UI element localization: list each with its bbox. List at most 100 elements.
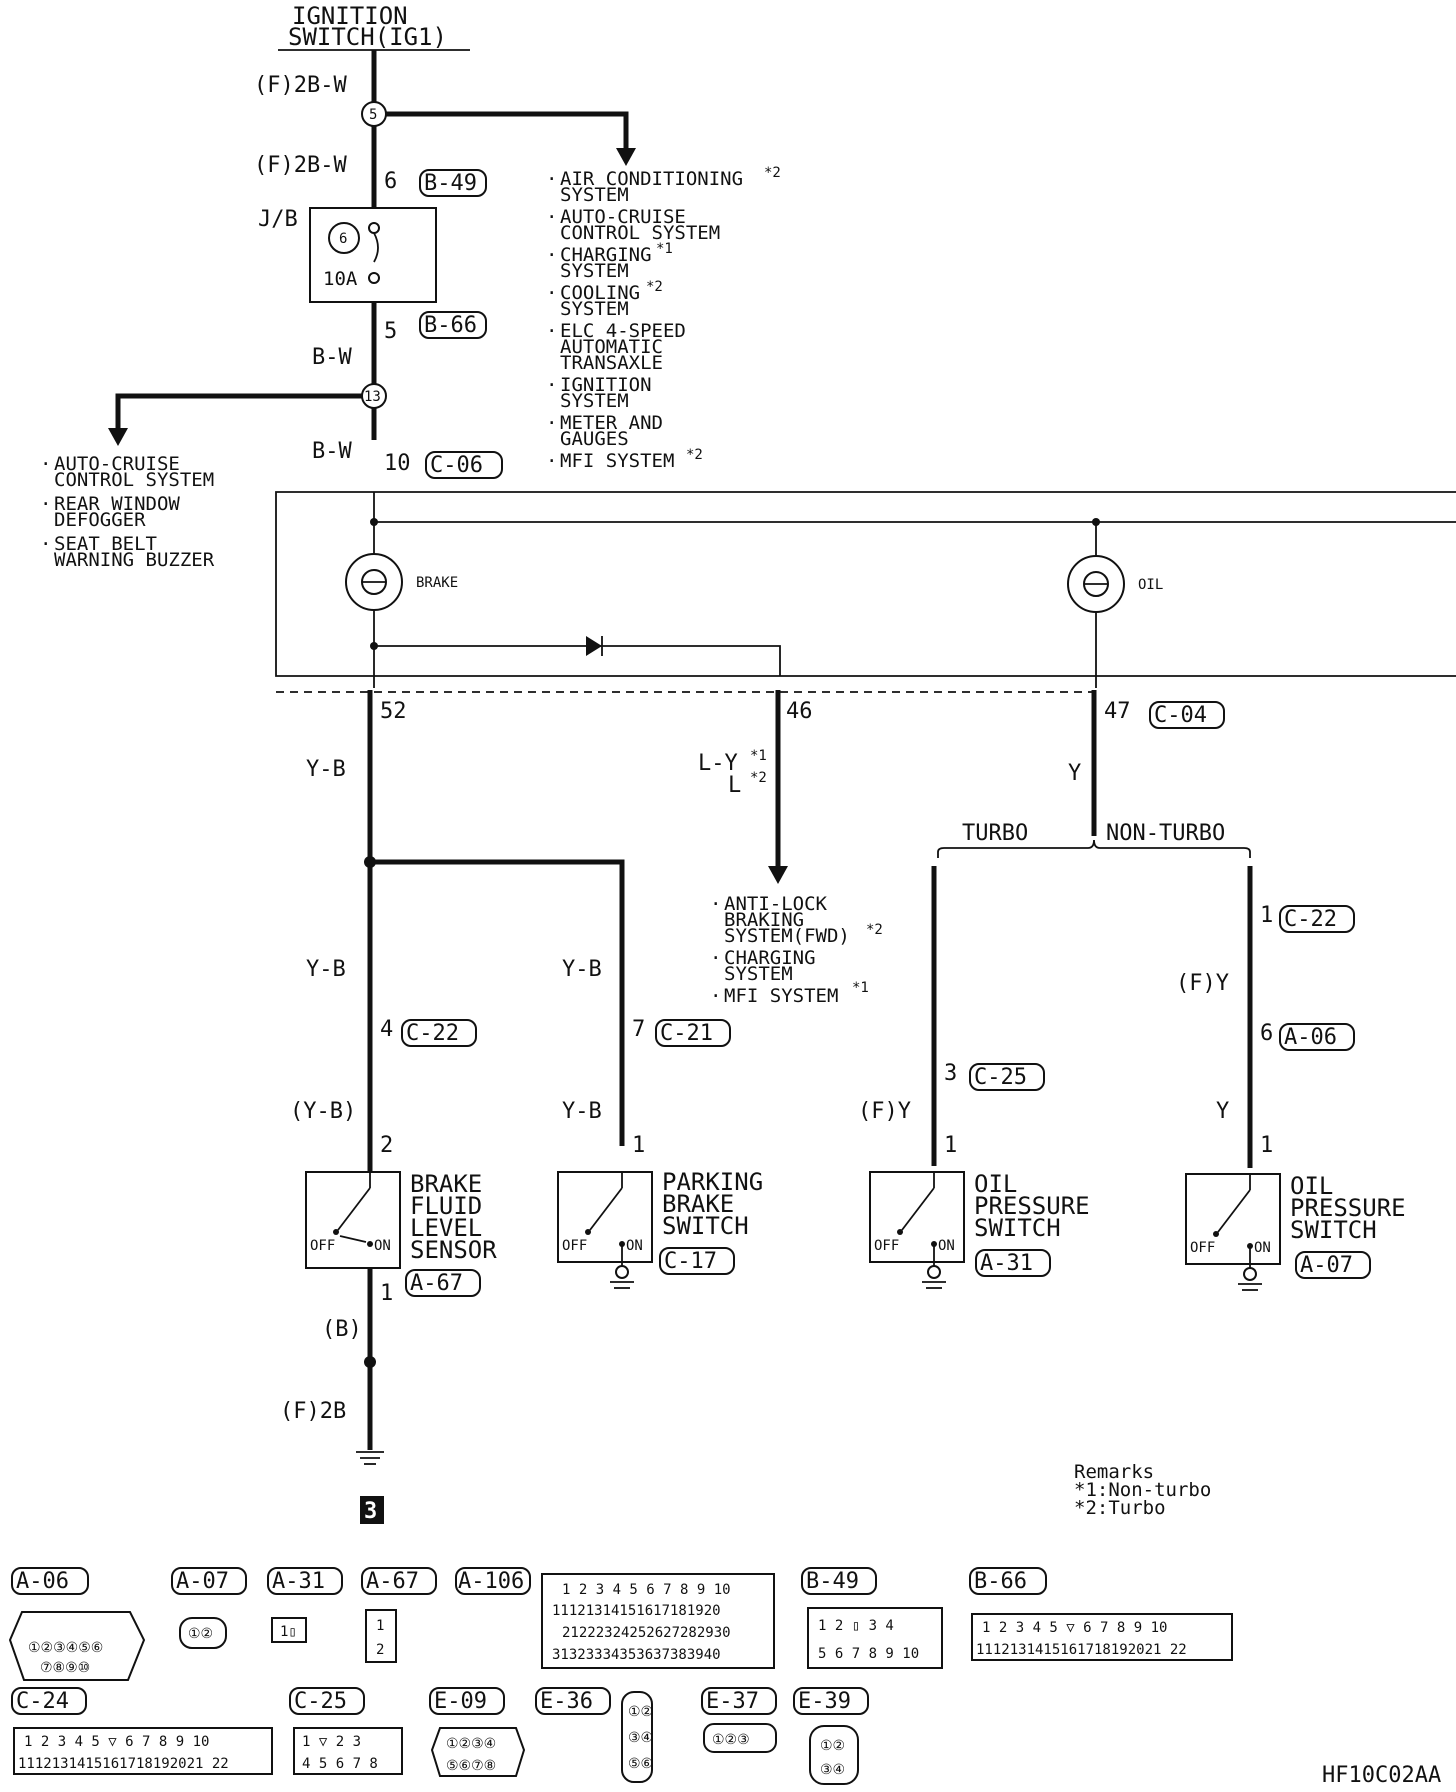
svg-text:·: ·: [546, 206, 557, 228]
figure-code: HF10C02AA: [1322, 1763, 1441, 1788]
svg-text:10A: 10A: [323, 268, 358, 290]
svg-text:NON-TURBO: NON-TURBO: [1106, 821, 1225, 846]
svg-text:*2: *2: [646, 279, 663, 295]
connector-views: A-06 ①②③④⑤⑥ ⑦⑧⑨⑩ A-07 ①② A-31 1▯ A-67 1 …: [8, 1567, 1233, 1785]
svg-text:*2:Turbo: *2:Turbo: [1074, 1497, 1166, 1519]
svg-text:1 2 3 4 5 6 7 8 9 10: 1 2 3 4 5 6 7 8 9 10: [562, 1582, 731, 1598]
svg-text:1: 1: [1260, 1133, 1273, 1158]
svg-text:OFF: OFF: [562, 1238, 587, 1254]
svg-text:*2: *2: [866, 922, 883, 938]
svg-text:C-21: C-21: [660, 1021, 713, 1046]
header-ignition: IGNITION: [292, 2, 408, 30]
svg-text:SEAT BELT: SEAT BELT: [54, 533, 157, 555]
header-switch: SWITCH(IG1): [288, 23, 447, 51]
svg-text:Y-B: Y-B: [306, 757, 346, 782]
svg-text:·: ·: [546, 282, 557, 304]
svg-text:ELC 4-SPEED: ELC 4-SPEED: [560, 320, 686, 342]
svg-text:PRESSURE: PRESSURE: [1290, 1194, 1406, 1222]
svg-text:E-36: E-36: [540, 1689, 593, 1714]
svg-text:BRAKE: BRAKE: [410, 1170, 482, 1198]
svg-text:REAR WINDOW: REAR WINDOW: [54, 493, 180, 515]
svg-text:*2: *2: [750, 770, 767, 786]
svg-text:OFF: OFF: [874, 1238, 899, 1254]
svg-text:1 2 3 4 5 ▽ 6 7 8 9 10: 1 2 3 4 5 ▽ 6 7 8 9 10: [24, 1734, 209, 1750]
svg-text:·: ·: [40, 493, 51, 515]
svg-text:B-66: B-66: [424, 313, 477, 338]
svg-text:A-67: A-67: [366, 1569, 419, 1594]
svg-text:①②: ①②: [820, 1738, 845, 1754]
svg-text:SYSTEM: SYSTEM: [560, 260, 629, 282]
svg-text:(F)2B-W: (F)2B-W: [254, 153, 347, 178]
svg-text:52: 52: [380, 699, 407, 724]
svg-text:1: 1: [944, 1133, 957, 1158]
svg-text:OIL: OIL: [1290, 1172, 1333, 1200]
remarks: Remarks *1:Non-turbo *2:Turbo: [1074, 1461, 1211, 1519]
svg-text:E-09: E-09: [434, 1689, 487, 1714]
svg-text:C-24: C-24: [16, 1689, 69, 1714]
svg-text:1112131415161718192021 22: 1112131415161718192021 22: [976, 1642, 1187, 1658]
svg-text:AUTO-CRUISE: AUTO-CRUISE: [560, 206, 686, 228]
svg-text:·: ·: [40, 533, 51, 555]
svg-text:1 2 ▯ 3 4: 1 2 ▯ 3 4: [818, 1618, 894, 1634]
svg-text:ON: ON: [374, 1238, 391, 1254]
right-system-list: · AIR CONDITIONING *2 SYSTEM · AUTO-CRUI…: [546, 165, 781, 472]
svg-text:Y: Y: [1216, 1099, 1229, 1124]
svg-text:MFI SYSTEM: MFI SYSTEM: [560, 450, 674, 472]
svg-text:1: 1: [632, 1133, 645, 1158]
svg-text:6: 6: [1260, 1021, 1273, 1046]
svg-text:·: ·: [546, 320, 557, 342]
svg-text:*2: *2: [764, 165, 781, 181]
svg-text:BRAKE: BRAKE: [416, 575, 458, 591]
svg-text:3: 3: [944, 1061, 957, 1086]
svg-text:B-66: B-66: [974, 1569, 1027, 1594]
svg-text:①②: ①②: [188, 1626, 213, 1642]
svg-text:31323334353637383940: 31323334353637383940: [552, 1647, 721, 1663]
svg-text:SENSOR: SENSOR: [410, 1236, 497, 1264]
svg-text:①②③④: ①②③④: [446, 1736, 496, 1752]
svg-text:·: ·: [710, 947, 721, 969]
svg-text:GAUGES: GAUGES: [560, 428, 629, 450]
parking-brake-switch: OFF ON PARKING BRAKE SWITCH: [557, 1168, 763, 1263]
svg-text:①②③: ①②③: [712, 1732, 750, 1748]
svg-text:A-07: A-07: [176, 1569, 229, 1594]
svg-text:5: 5: [384, 319, 397, 344]
svg-text:(Y-B): (Y-B): [290, 1099, 356, 1124]
svg-text:2: 2: [376, 1642, 384, 1658]
svg-text:ON: ON: [626, 1238, 643, 1254]
svg-text:L: L: [728, 773, 741, 798]
svg-text:TRANSAXLE: TRANSAXLE: [560, 352, 663, 374]
svg-text:1: 1: [380, 1281, 393, 1306]
svg-text:CHARGING: CHARGING: [724, 947, 816, 969]
svg-text:METER AND: METER AND: [560, 412, 663, 434]
svg-text:IGNITION: IGNITION: [560, 374, 652, 396]
svg-text:A-06: A-06: [1284, 1025, 1337, 1050]
svg-text:*1: *1: [852, 980, 869, 996]
svg-text:COOLING: COOLING: [560, 282, 640, 304]
svg-text:③④: ③④: [628, 1730, 653, 1746]
svg-text:A-07: A-07: [1300, 1253, 1353, 1278]
brake-fluid-level-sensor: OFF ON BRAKE FLUID LEVEL SENSOR: [305, 1170, 497, 1269]
svg-text:B-49: B-49: [806, 1569, 859, 1594]
svg-text:ANTI-LOCK: ANTI-LOCK: [724, 893, 828, 915]
svg-text:OFF: OFF: [310, 1238, 335, 1254]
svg-text:E-37: E-37: [706, 1689, 759, 1714]
svg-text:L-Y: L-Y: [698, 751, 738, 776]
svg-text:47: 47: [1104, 699, 1131, 724]
svg-text:Y-B: Y-B: [562, 1099, 602, 1124]
svg-text:C-22: C-22: [406, 1021, 459, 1046]
svg-text:J/B: J/B: [258, 207, 298, 232]
svg-text:ON: ON: [938, 1238, 955, 1254]
svg-text:1 2 3 4 5 ▽ 6 7 8 9 10: 1 2 3 4 5 ▽ 6 7 8 9 10: [982, 1620, 1167, 1636]
svg-text:OIL: OIL: [1138, 577, 1163, 593]
svg-text:SWITCH: SWITCH: [974, 1214, 1061, 1242]
svg-text:SWITCH: SWITCH: [662, 1212, 749, 1240]
svg-text:⑤⑥: ⑤⑥: [628, 1756, 653, 1772]
svg-text:5 6 7 8 9 10: 5 6 7 8 9 10: [818, 1646, 919, 1662]
svg-text:SYSTEM: SYSTEM: [560, 390, 629, 412]
svg-text:AUTO-CRUISE: AUTO-CRUISE: [54, 453, 180, 475]
svg-text:1: 1: [376, 1618, 384, 1634]
svg-text:*1: *1: [750, 748, 767, 764]
svg-text:Y-B: Y-B: [562, 957, 602, 982]
svg-text:B-W: B-W: [312, 345, 352, 370]
